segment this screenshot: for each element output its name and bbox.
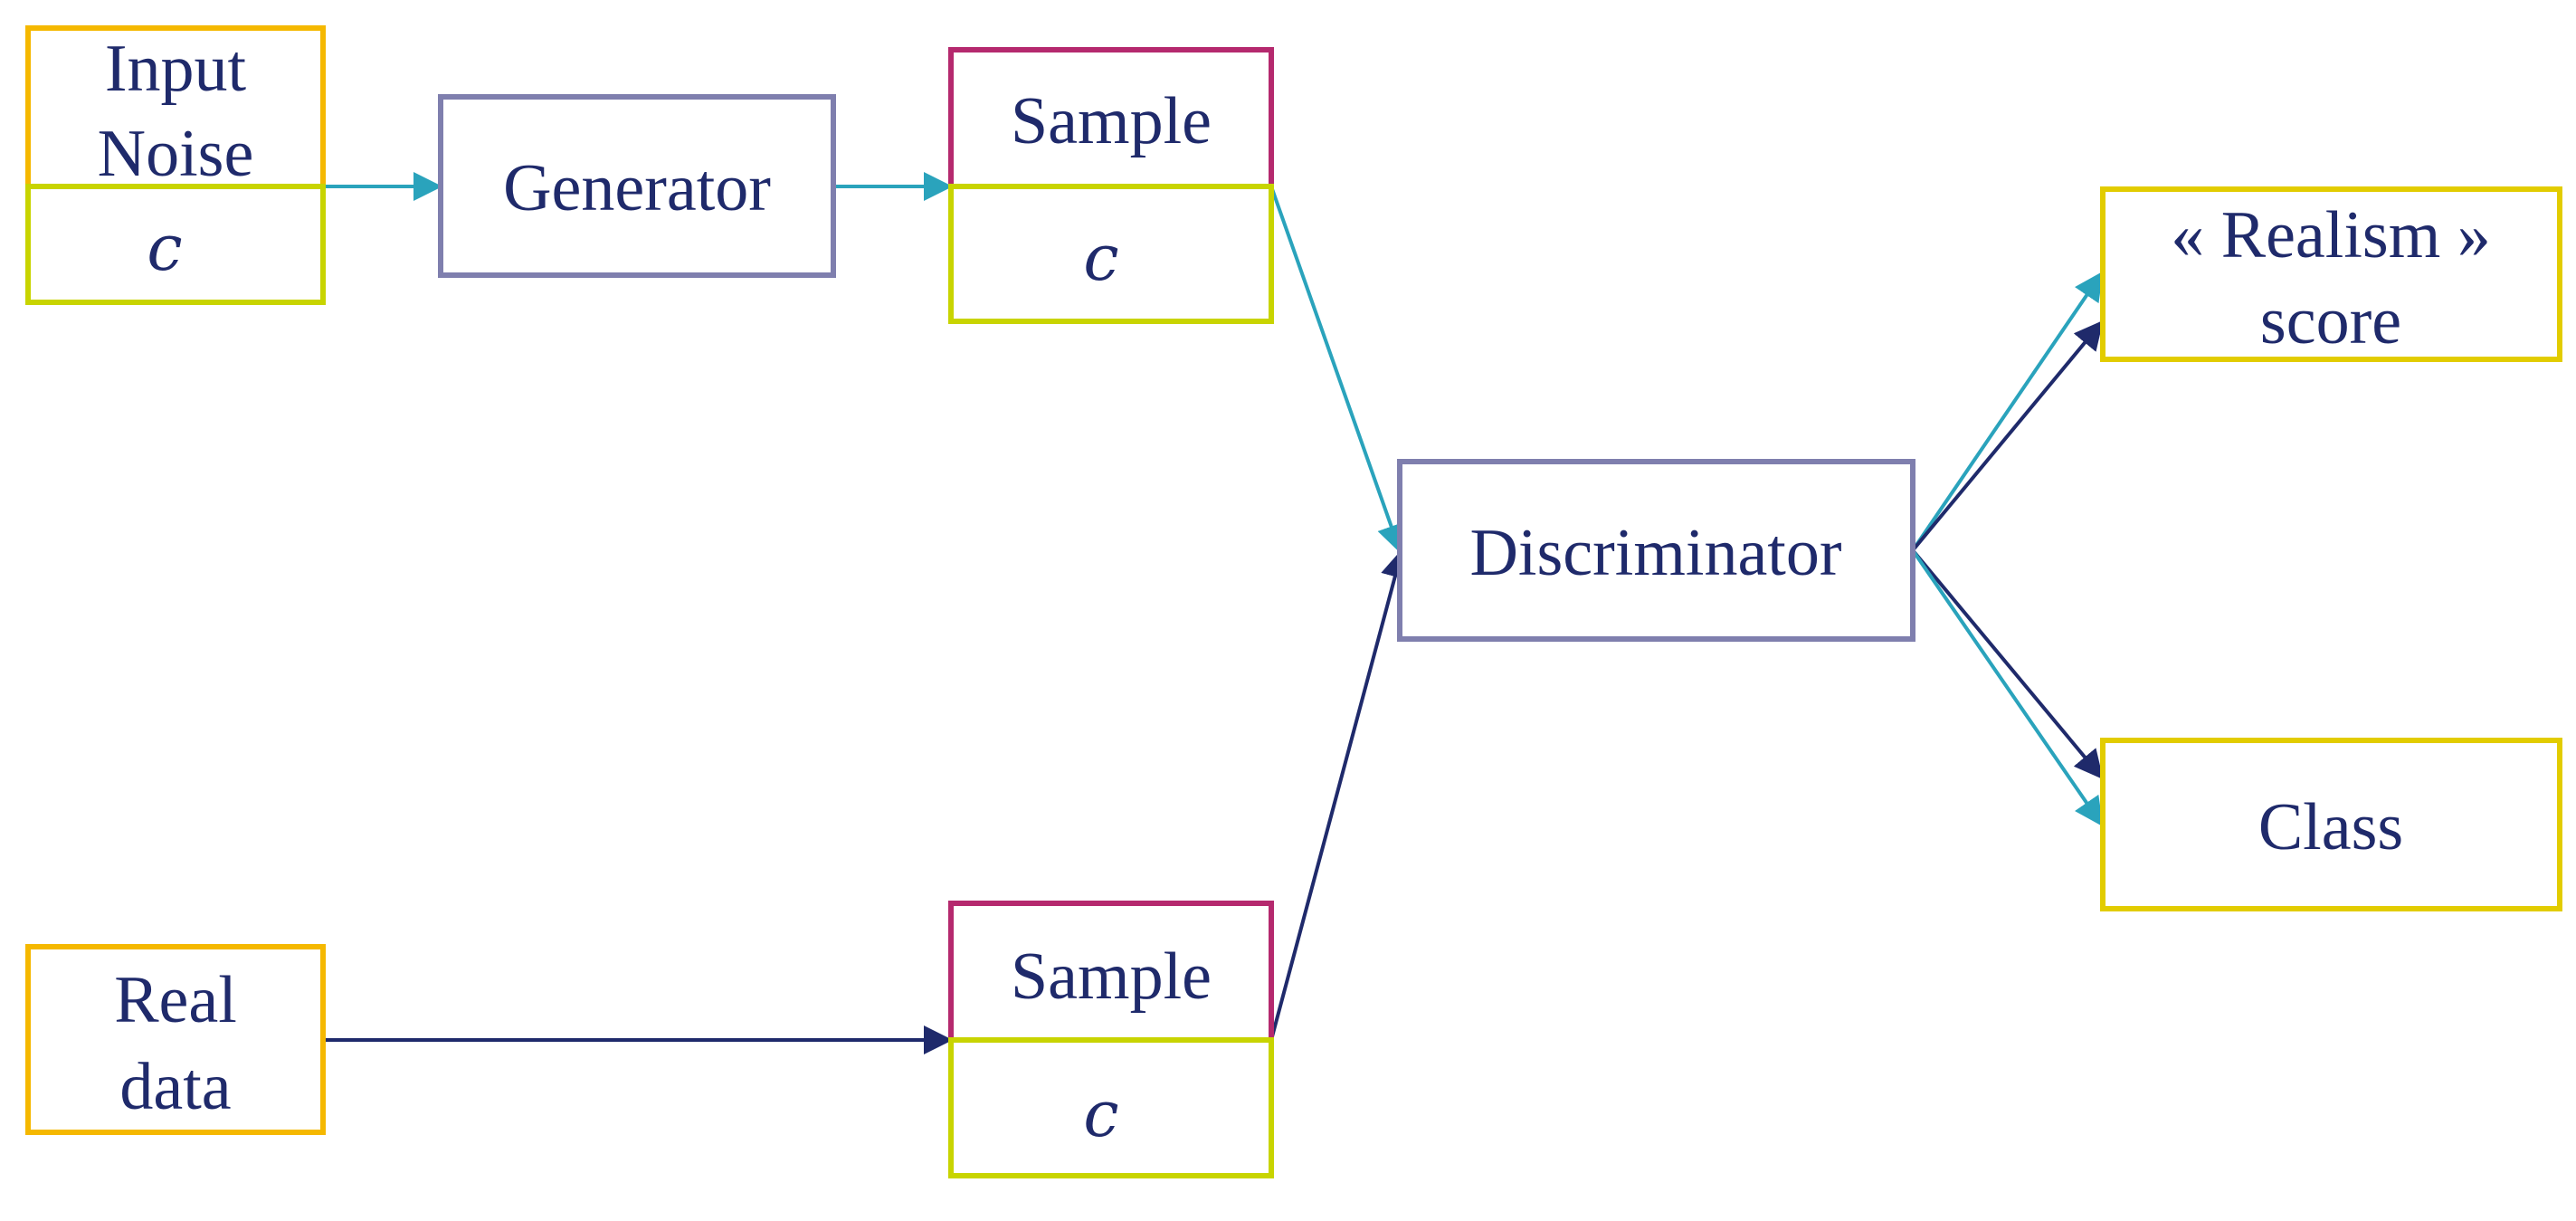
real-sample-node: Sample	[948, 901, 1274, 1043]
edge-discriminator-to-class-navy	[1911, 548, 2104, 780]
real-sample-condition-label: c	[1083, 1077, 1118, 1151]
input-noise-condition-label: c	[147, 211, 182, 285]
edge-discriminator-to-class-teal	[1911, 548, 2104, 827]
discriminator-box	[1397, 459, 1915, 642]
generator-node: Generator	[438, 94, 836, 278]
fake-sample-label: Sample	[1011, 84, 1212, 158]
real-sample-condition-node: c	[948, 1037, 1274, 1178]
input-noise-label-line2: Noise	[98, 117, 254, 191]
real-data-box	[25, 944, 326, 1135]
edge-real-sample-to-discriminator	[1269, 548, 1410, 1041]
generator-label: Generator	[503, 151, 771, 225]
realism-score-box	[2100, 186, 2562, 362]
real-sample-condition-box	[948, 1037, 1274, 1178]
class-node: Class	[2100, 738, 2562, 911]
input-noise-box	[25, 25, 326, 189]
real-sample-label: Sample	[1011, 940, 1212, 1014]
fake-sample-condition-label: c	[1083, 221, 1118, 295]
edges	[323, 172, 2104, 1054]
fake-sample-node: Sample	[948, 47, 1274, 189]
fake-sample-condition-box	[948, 184, 1274, 324]
edge-discriminator-to-realism-navy	[1911, 320, 2104, 552]
realism-score-label-line1: « Realism »	[2171, 198, 2491, 272]
edge-discriminator-to-realism-teal	[1911, 271, 2104, 552]
realism-score-label-line2: score	[2260, 284, 2401, 358]
real-data-label-line1: Real	[114, 963, 237, 1037]
fake-sample-condition-node: c	[948, 184, 1274, 324]
real-data-label-line2: data	[119, 1050, 231, 1124]
realism-score-node: « Realism » score	[2100, 186, 2562, 362]
discriminator-node: Discriminator	[1397, 459, 1915, 642]
discriminator-label: Discriminator	[1469, 516, 1841, 590]
edge-fake-sample-to-discriminator	[1269, 186, 1405, 554]
real-data-node: Real data	[25, 944, 326, 1135]
input-noise-label-line1: Input	[105, 32, 247, 106]
class-label: Class	[2258, 790, 2403, 864]
input-noise-node: Input Noise	[25, 25, 326, 191]
input-noise-condition-node: c	[25, 184, 326, 305]
generator-box	[438, 94, 836, 278]
class-box	[2100, 738, 2562, 911]
input-noise-condition-box	[25, 184, 326, 305]
